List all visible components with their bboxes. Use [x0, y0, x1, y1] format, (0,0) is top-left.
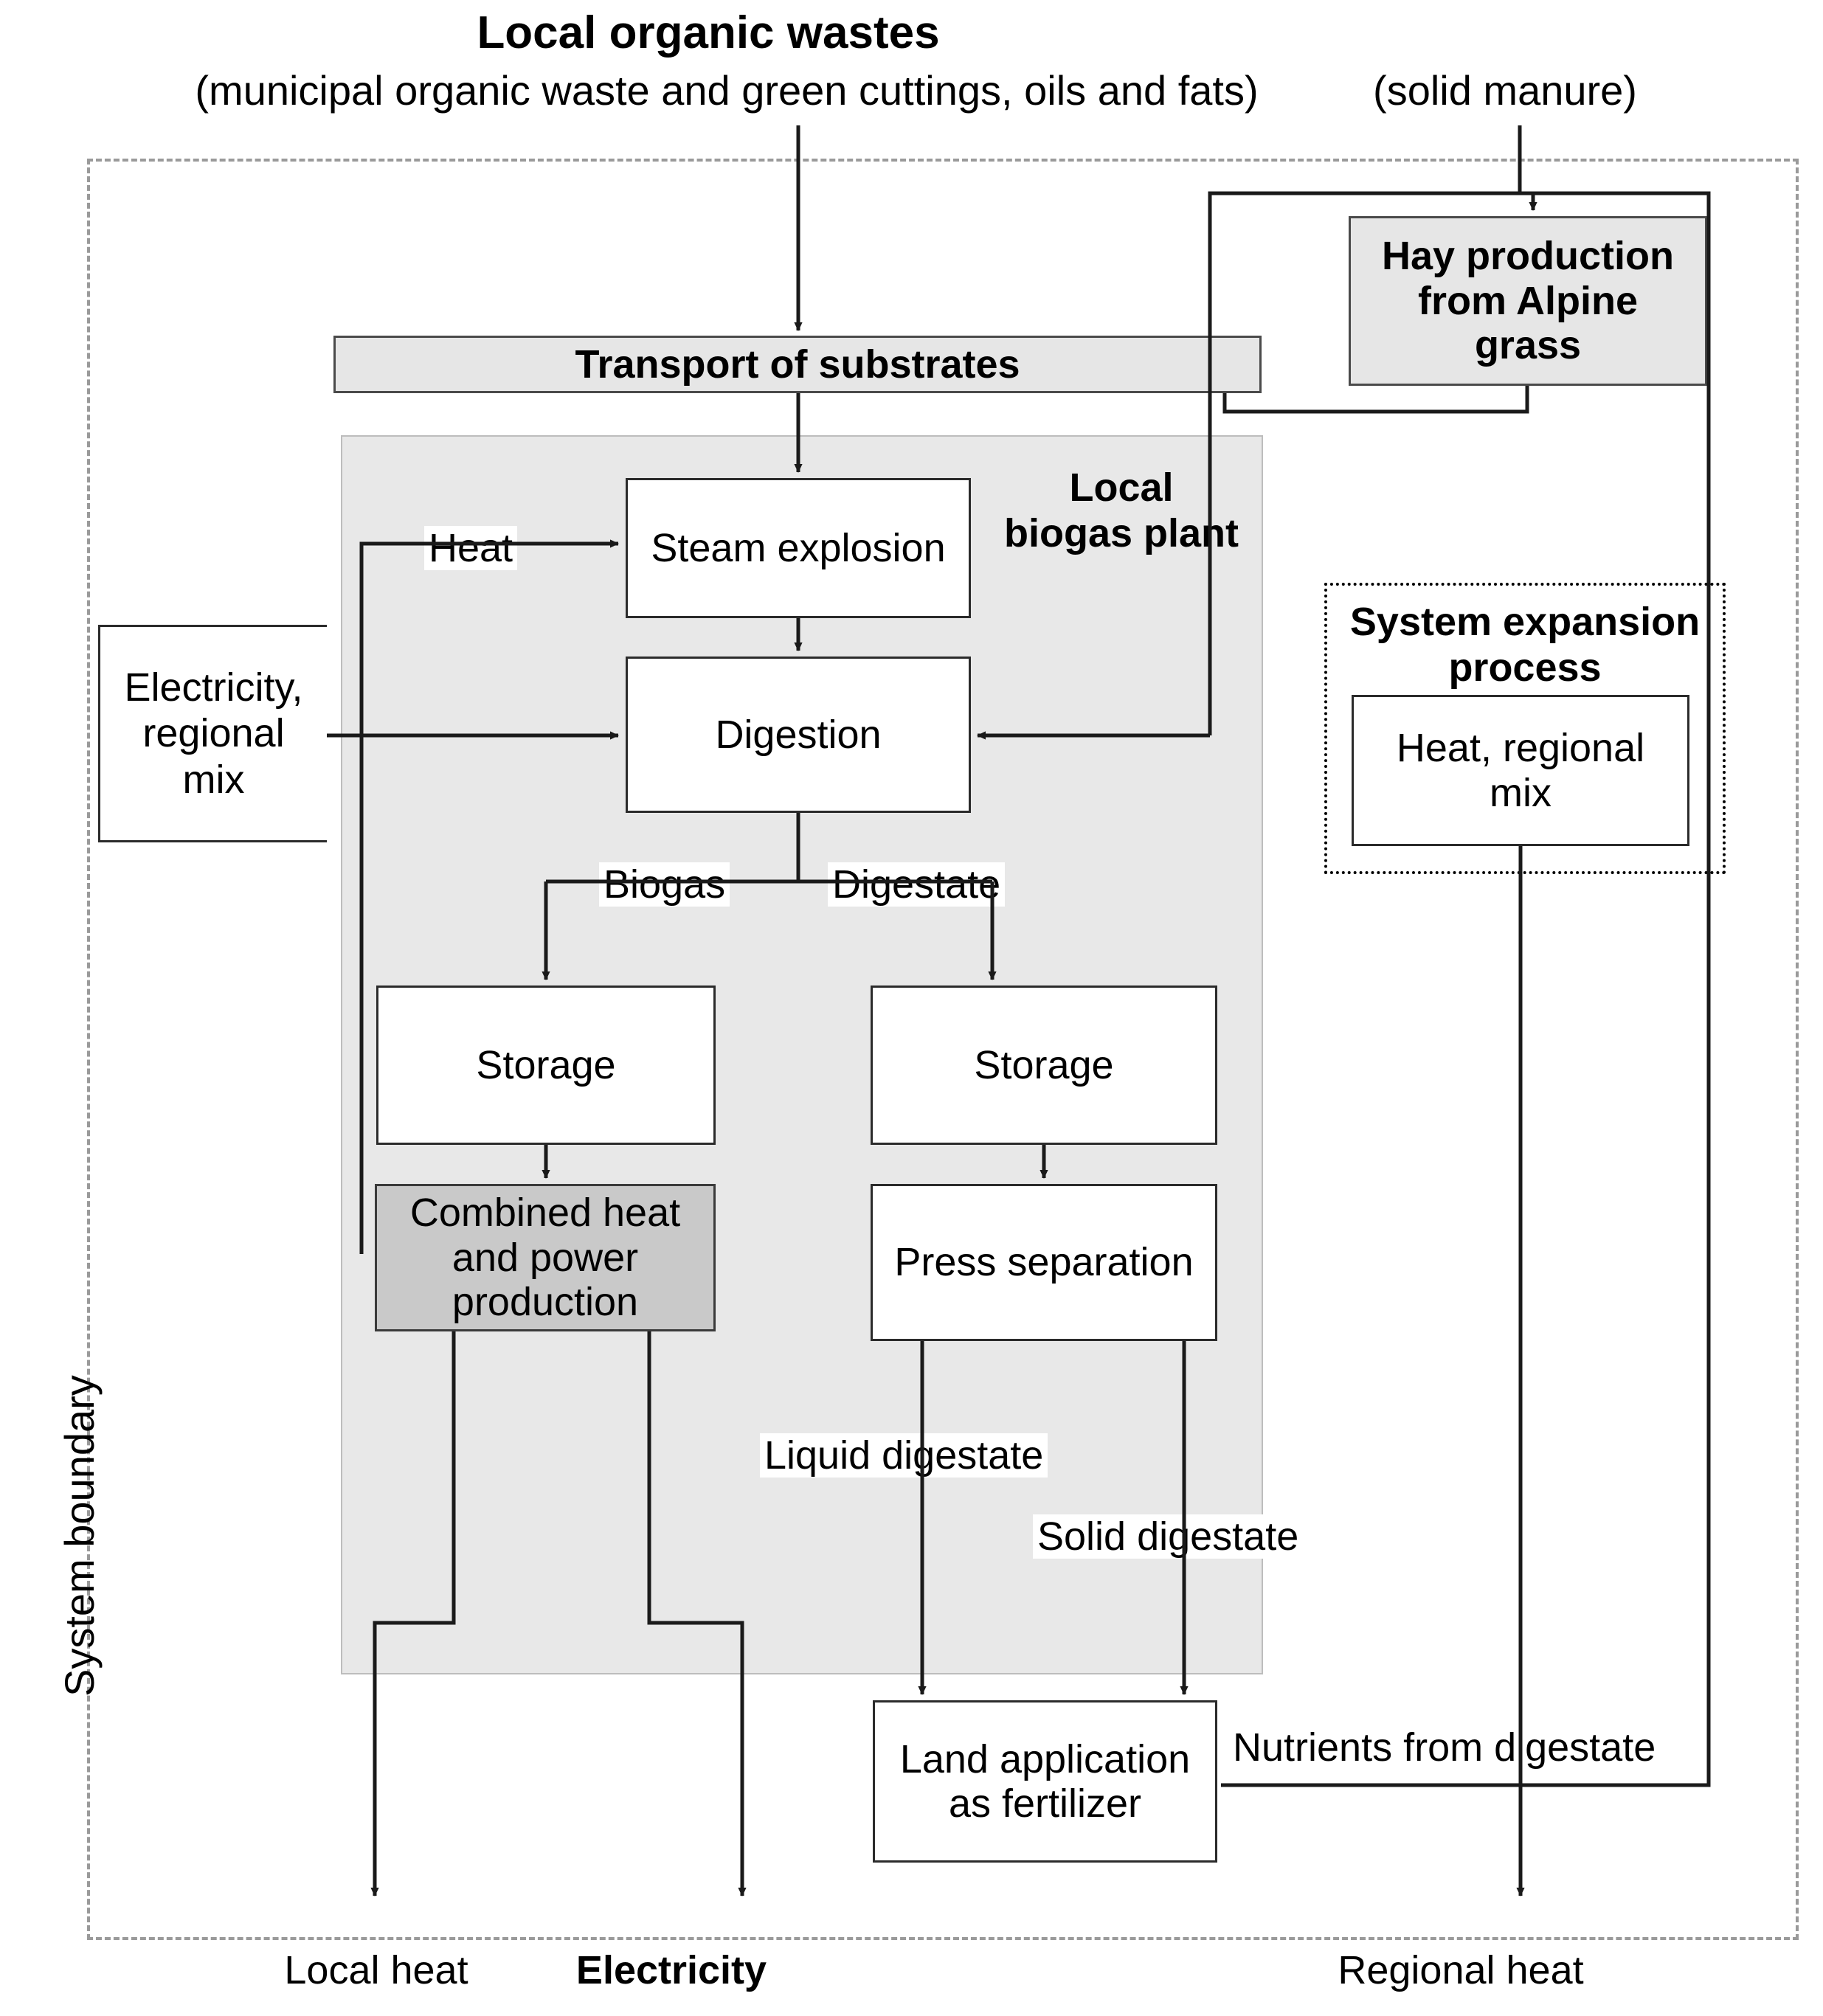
electricity-output-label: Electricity — [524, 1947, 819, 1993]
press-separation-box[interactable]: Press separation — [871, 1184, 1217, 1341]
system-boundary — [87, 159, 1799, 1940]
land-application-box[interactable]: Land application as fertilizer — [873, 1700, 1217, 1863]
regional-heat-text: Regional heat — [1338, 1948, 1584, 1992]
system-expansion-title: System expansion process — [1349, 600, 1701, 690]
title-subtitle-left: (municipal organic waste and green cutti… — [195, 67, 1259, 114]
page-title: Local organic wastes — [477, 7, 940, 58]
heat-flow-text: Heat — [424, 526, 518, 570]
title-subtitle-right: (solid manure) — [1373, 67, 1637, 114]
biogas-flow-text: Biogas — [599, 862, 730, 907]
solid-digestate-text: Solid digestate — [1033, 1514, 1304, 1559]
local-heat-text: Local heat — [284, 1948, 468, 1992]
storage-digestate-box[interactable]: Storage — [871, 986, 1217, 1145]
nutrients-text: Nutrients from digestate — [1228, 1725, 1661, 1770]
plant-label-line1: Local — [1069, 465, 1174, 510]
plant-label-line2: biogas plant — [1003, 511, 1239, 556]
digestate-flow-label: Digestate — [828, 862, 1006, 907]
storage-biogas-box[interactable]: Storage — [376, 986, 716, 1145]
hay-production-box[interactable]: Hay production from Alpine grass — [1349, 216, 1707, 386]
digestate-flow-text: Digestate — [828, 862, 1006, 907]
chp-box[interactable]: Combined heat and power production — [375, 1184, 716, 1331]
electricity-regional-mix-box[interactable]: Electricity, regional mix — [98, 625, 327, 842]
transport-of-substrates-box[interactable]: Transport of substrates — [333, 336, 1262, 393]
liquid-digestate-label: Liquid digestate — [760, 1433, 1048, 1478]
steam-explosion-box[interactable]: Steam explosion — [626, 478, 971, 618]
biogas-flow-label: Biogas — [599, 862, 730, 907]
regional-heat-output-label: Regional heat — [1328, 1947, 1594, 1993]
system-boundary-label: System boundary — [56, 1375, 103, 1697]
electricity-text: Electricity — [575, 1948, 767, 1992]
liquid-digestate-text: Liquid digestate — [760, 1433, 1048, 1478]
heat-regional-mix-box[interactable]: Heat, regional mix — [1352, 695, 1689, 846]
solid-digestate-label: Solid digestate — [1033, 1514, 1304, 1559]
nutrients-from-digestate-label: Nutrients from digestate — [1228, 1725, 1661, 1770]
digestion-box[interactable]: Digestion — [626, 657, 971, 813]
local-biogas-plant-label: Local biogas plant — [1000, 465, 1243, 556]
heat-flow-label: Heat — [424, 525, 518, 571]
local-heat-output-label: Local heat — [273, 1947, 480, 1993]
